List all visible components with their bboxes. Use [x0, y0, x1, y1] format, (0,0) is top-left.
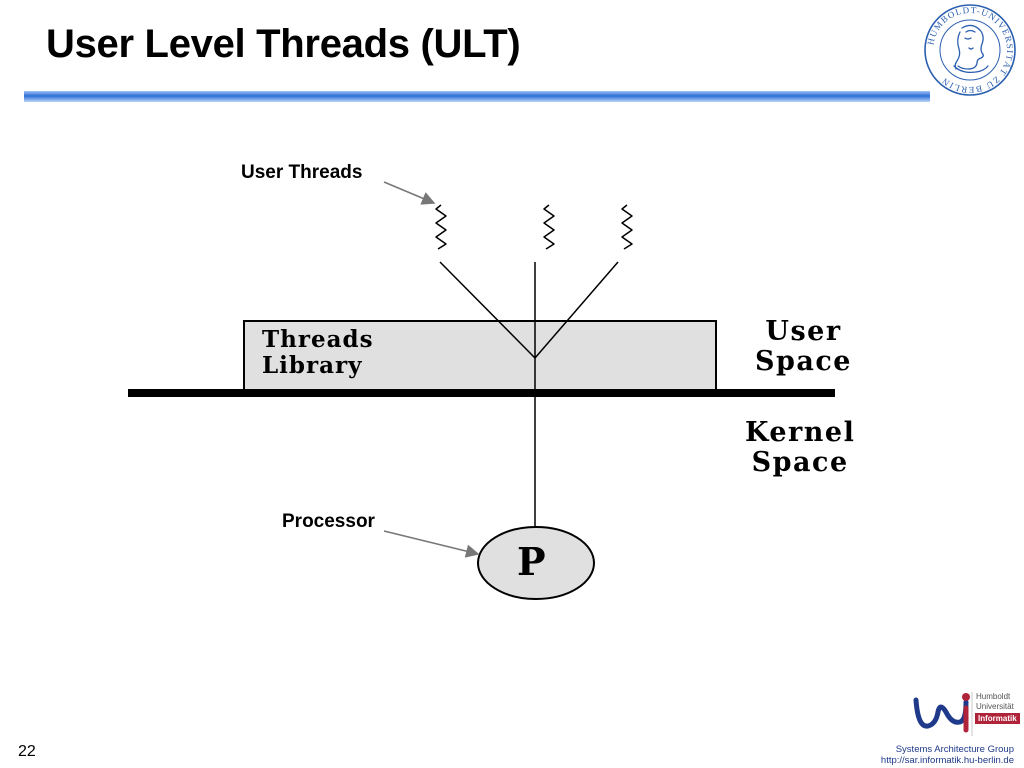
thread-connector-left: [439, 261, 536, 359]
threads-library-label: Threads Library: [262, 327, 374, 379]
processor-p-label: P: [517, 539, 546, 584]
slide-title: User Level Threads (ULT): [46, 22, 521, 66]
threads-library-line2: Library: [262, 351, 363, 379]
user-thread-1: [435, 204, 447, 250]
logo-line-informatik: Informatik: [975, 713, 1020, 724]
threads-library-box: [243, 320, 717, 391]
user-thread-3: [621, 204, 633, 250]
logo-line-universitaet: Universität: [976, 702, 1014, 711]
processor-circle: [477, 526, 595, 600]
kernel-space-label: Kernel Space: [745, 417, 856, 479]
page-number: 22: [18, 743, 36, 760]
title-rule: [24, 91, 930, 102]
user-thread-2: [543, 204, 555, 250]
processor-label: Processor: [282, 511, 375, 532]
hu-logo-mark: [913, 692, 973, 736]
user-space-label: User Space: [755, 316, 852, 378]
user-space-line2: Space: [755, 346, 852, 378]
user-kernel-boundary: [128, 389, 835, 397]
humboldt-seal-icon: HUMBOLDT-UNIVERSITÄT ZU BERLIN: [924, 4, 1016, 96]
user-space-line1: User: [765, 316, 842, 347]
logo-line-humboldt: Humboldt: [976, 692, 1011, 701]
kernel-space-line1: Kernel: [745, 417, 856, 448]
hu-informatik-logo-icon: Humboldt Universität Informatik: [912, 690, 1020, 740]
threads-library-line1: Threads: [262, 326, 374, 353]
user-threads-label: User Threads: [241, 162, 363, 183]
footer-group-name: Systems Architecture Group: [895, 744, 1014, 755]
footer-url-link[interactable]: http://sar.informatik.hu-berlin.de: [880, 755, 1014, 766]
processor-arrow: [383, 530, 480, 558]
thread-connector-right: [534, 261, 619, 359]
user-threads-arrow: [383, 181, 436, 205]
kernel-space-line2: Space: [751, 447, 849, 479]
